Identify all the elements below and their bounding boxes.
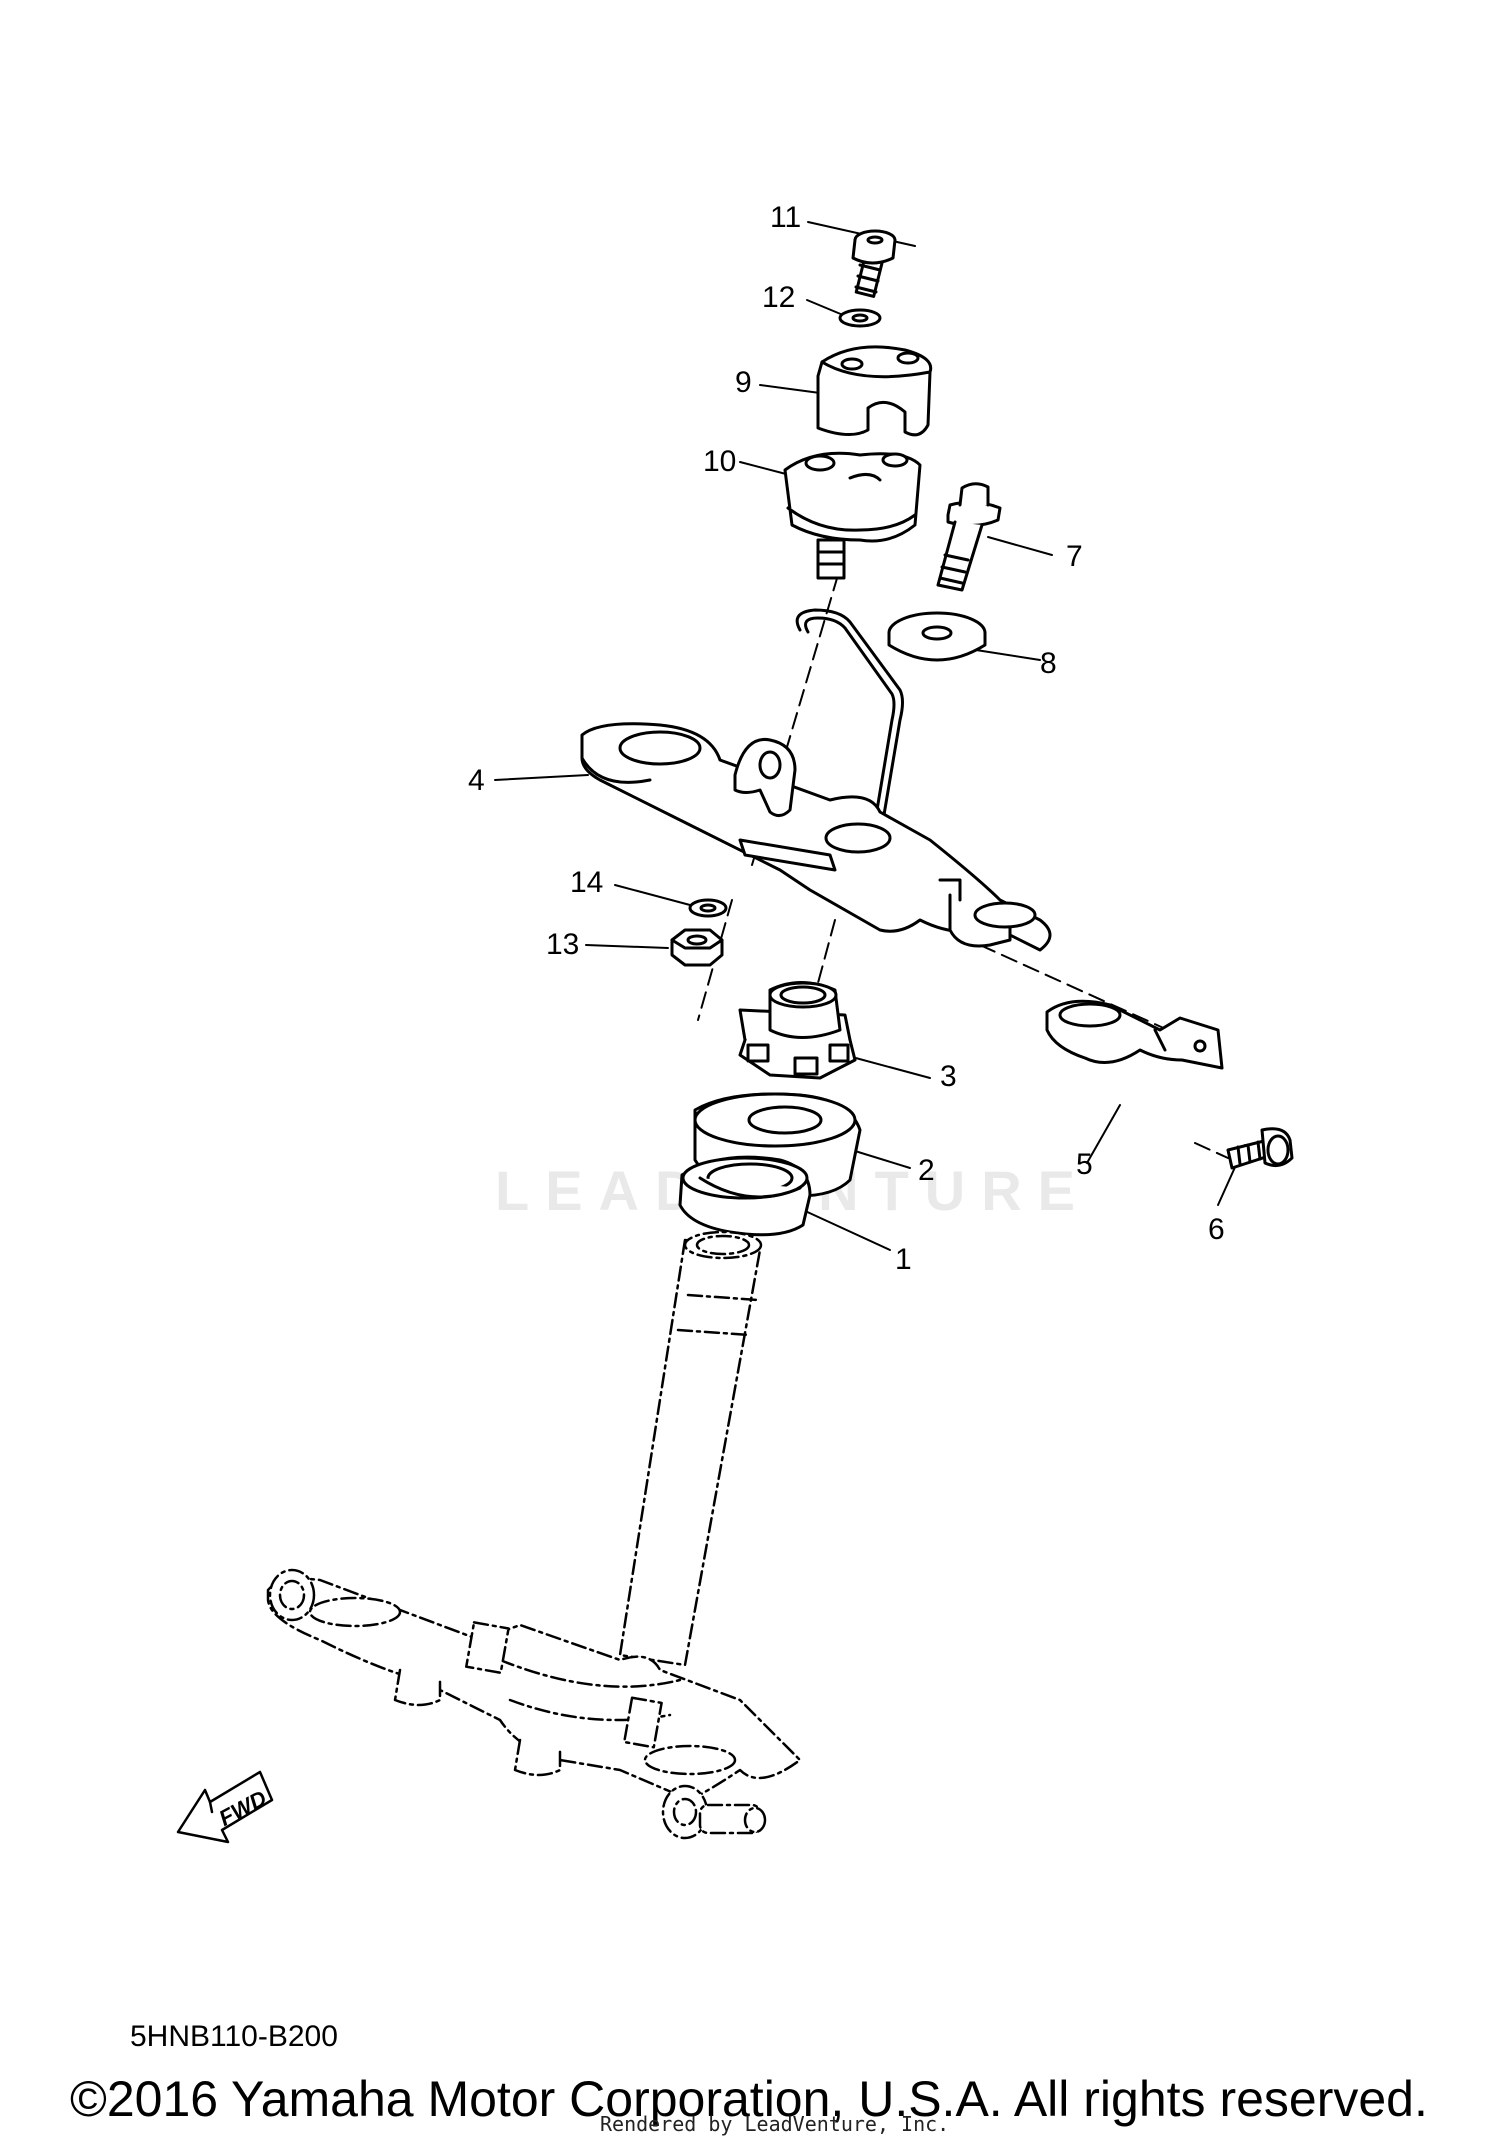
lower-handlebar-holder-10 — [783, 451, 922, 580]
callout-2: 2 — [918, 1154, 935, 1187]
callout-9: 9 — [735, 366, 752, 399]
callout-5: 5 — [1076, 1148, 1093, 1181]
leader-lines — [494, 221, 1246, 1251]
callout-11: 11 — [770, 201, 802, 234]
callout-12: 12 — [762, 281, 796, 314]
callout-7: 7 — [1066, 540, 1083, 573]
callout-6: 6 — [1208, 1213, 1225, 1246]
callout-10: 10 — [703, 445, 737, 478]
upper-handlebar-holder-9 — [816, 345, 933, 437]
bolt-6 — [1226, 1127, 1294, 1170]
bracket-5 — [1045, 999, 1224, 1070]
fwd-arrow-icon: FWD — [176, 1770, 274, 1844]
washer-14 — [688, 898, 728, 918]
callout-13: 13 — [546, 928, 580, 961]
callout-14: 14 — [570, 866, 604, 899]
bolt-7 — [936, 482, 1002, 592]
bolt-11 — [851, 229, 897, 298]
rendered-by-notice: Rendered by LeadVenture, Inc. — [600, 2112, 950, 2136]
callout-3: 3 — [940, 1060, 957, 1093]
callout-4: 4 — [468, 764, 485, 797]
callout-1: 1 — [895, 1243, 912, 1276]
upper-bracket-4 — [580, 722, 1052, 952]
bearing-1 — [678, 1155, 812, 1237]
nut-13 — [670, 928, 724, 967]
washer-8 — [887, 611, 987, 662]
ring-nut-3 — [738, 981, 857, 1080]
diagram-code: 5HNB110-B200 — [130, 2020, 338, 2053]
copyright-notice: ©2016 Yamaha Motor Corporation, U.S.A. A… — [70, 2071, 1428, 2127]
steering-stem-lower-bracket — [266, 1230, 802, 1840]
washer-12 — [838, 308, 882, 328]
callout-8: 8 — [1040, 647, 1057, 680]
